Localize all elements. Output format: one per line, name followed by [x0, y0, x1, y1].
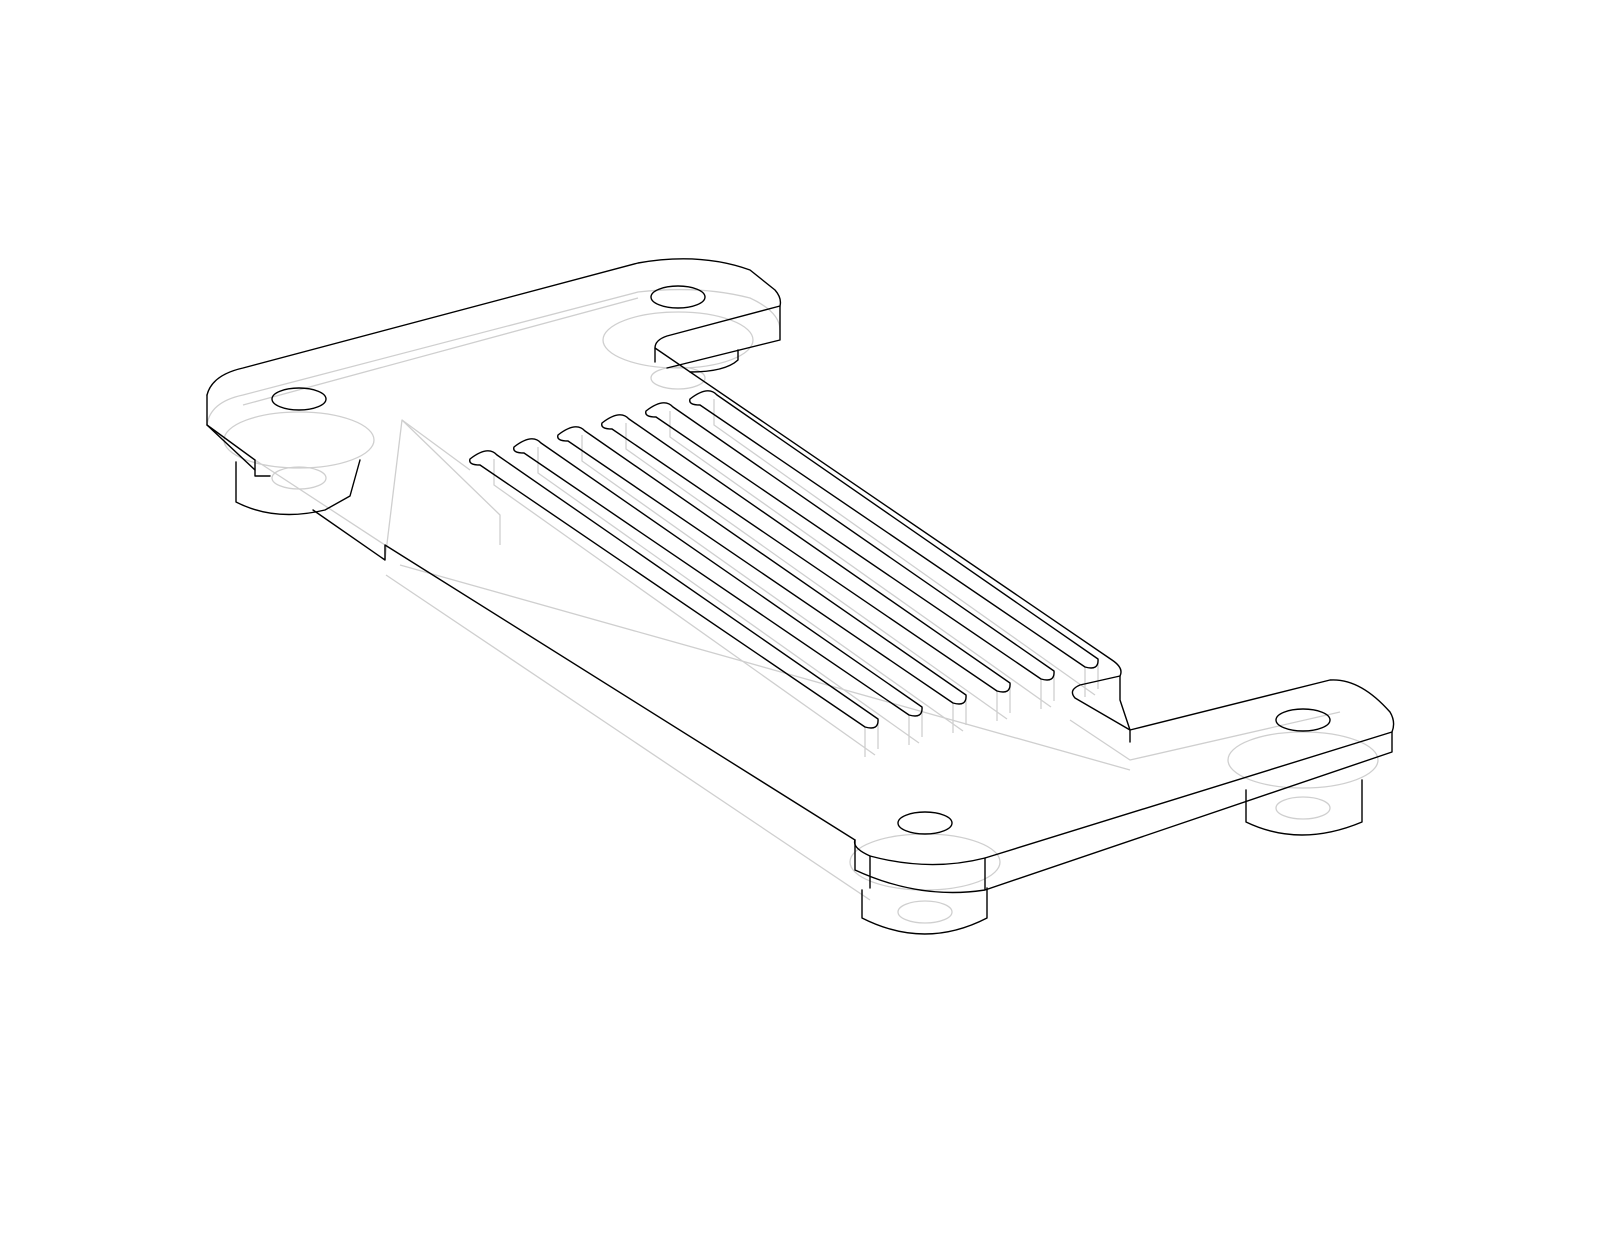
standoff-2: [689, 349, 739, 373]
cooling-slot: [645, 402, 1055, 681]
plate-side-faces: [206, 305, 1393, 894]
standoff-flange-3: [849, 833, 1001, 891]
mounting-hole-1: [271, 387, 327, 411]
standoff-bore-1: [271, 466, 327, 490]
cooling-slot: [601, 414, 1011, 693]
cooling-slot-hidden-edge: [669, 411, 1055, 709]
hidden-edges: [206, 288, 1379, 924]
standoff-bore-4: [1275, 796, 1331, 820]
mounting-hole-2: [650, 285, 706, 309]
mounting-hole-4: [1275, 708, 1331, 732]
cooling-slot: [513, 438, 923, 717]
cooling-slot: [557, 426, 967, 705]
cooling-slot-hidden-edge: [581, 435, 967, 733]
plate-inner-recess: [242, 297, 1341, 771]
standoff-3: [861, 887, 988, 935]
standoff-bore-3: [897, 900, 953, 924]
plate-bottom-outline: [206, 288, 871, 901]
cooling-slots: [469, 390, 1099, 729]
cooling-slot: [689, 390, 1099, 669]
plate-top-outline: [206, 258, 1395, 866]
mounting-hole-3: [897, 811, 953, 835]
cooling-slot-hidden-edge: [625, 423, 1011, 721]
visible-edges: [206, 258, 1395, 935]
standoff-4: [1245, 779, 1363, 836]
standoff-flange-1: [223, 411, 375, 469]
cooling-slot: [469, 450, 879, 729]
standoff-1: [235, 459, 361, 516]
cooling-slot-hidden-edge: [713, 399, 1099, 697]
standoff-flange-2: [602, 311, 754, 369]
standoff-flange-4: [1227, 731, 1379, 789]
standoff-bore-2: [650, 366, 706, 390]
